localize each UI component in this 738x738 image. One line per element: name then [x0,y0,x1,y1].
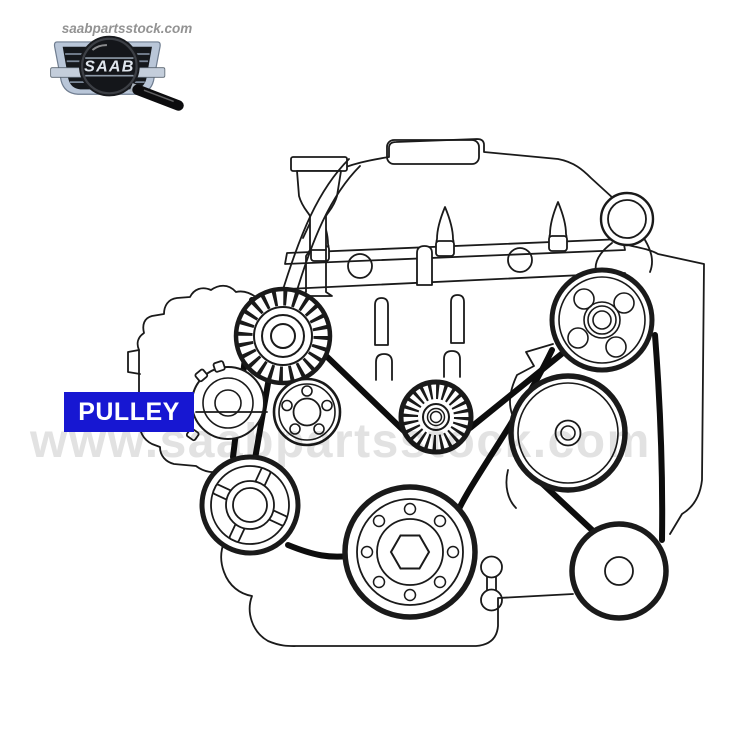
crankshaft-pulley [342,484,478,620]
tensioner-pulley [233,286,333,386]
idler-pulley-lower-right [569,521,669,621]
pulley-callout-label: PULLEY [64,392,194,432]
logo-watermark-text: saabpartsstock.com [61,21,193,36]
water-pump-pulley [272,377,342,447]
saab-badge-text: SAAB [84,58,134,76]
belt-segment [652,332,666,543]
valve-cover-handle [386,139,480,165]
saab-logo: SAAB [50,35,184,111]
belt-segment [285,542,352,560]
belt-segment [317,347,407,434]
lifting-eye [594,191,655,273]
belt-segment [467,349,567,431]
idler-pulley-center [398,379,474,455]
engine-outline [127,138,705,647]
water-pump-housing [185,360,265,442]
belt-segment [454,347,555,516]
power-steering-pulley [508,373,628,493]
alternator-pulley [549,267,655,373]
ac-compressor-pulley [199,454,301,556]
magnifier-icon: SAAB [78,35,184,111]
